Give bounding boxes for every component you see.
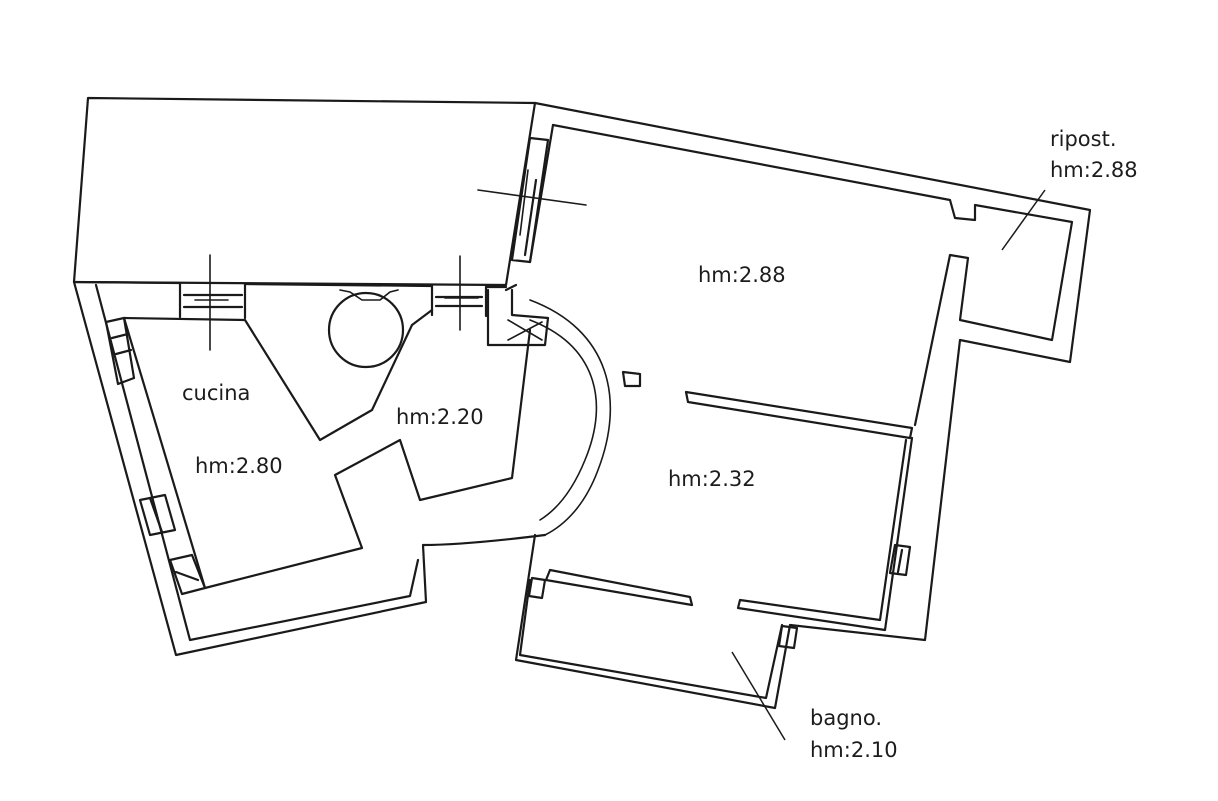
label-leaders (731, 189, 1046, 741)
section-cut-marks (194, 169, 587, 351)
curved-partition (486, 288, 642, 536)
kitchen-name-label: cucina (182, 381, 251, 405)
storage-height-label: hm:2.88 (1050, 158, 1138, 182)
hallway-height-label: hm:2.20 (396, 405, 484, 429)
storage-name-label: ripost. (1050, 127, 1117, 151)
kitchen-height-label: hm:2.80 (195, 454, 283, 478)
bedroom-height-label: hm:2.88 (698, 263, 786, 287)
left-wing-walls (72, 280, 547, 657)
round-column (327, 289, 405, 369)
bathroom-name-label: bagno. (810, 706, 882, 730)
windows (104, 136, 912, 650)
right-wing-walls (504, 101, 1092, 710)
terrace-block (72, 96, 537, 287)
room-height-label: hm:2.32 (668, 467, 756, 491)
bathroom-height-label: hm:2.10 (810, 738, 898, 762)
